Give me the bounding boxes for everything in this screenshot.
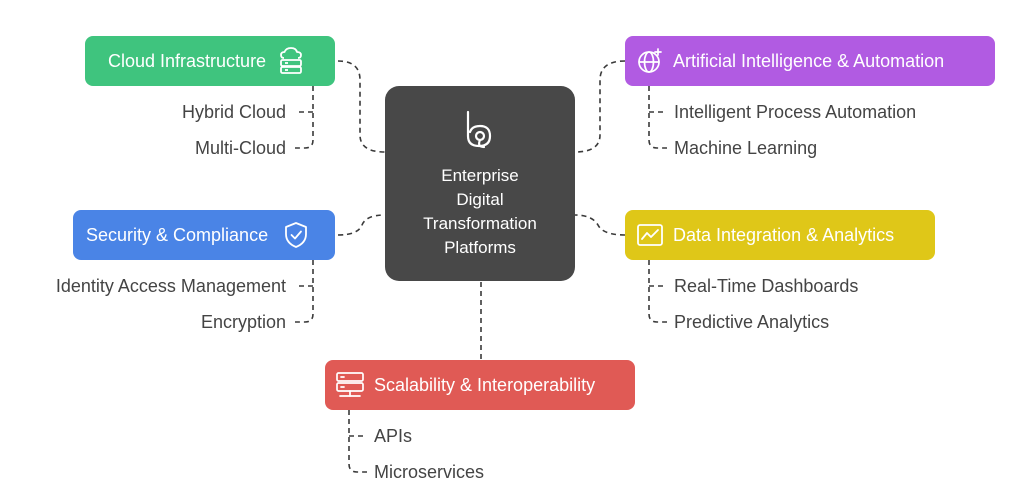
line-chart-icon xyxy=(635,220,665,250)
leaf-machine-learning: Machine Learning xyxy=(674,138,818,158)
center-title: Enterprise Digital Transformation Platfo… xyxy=(423,166,537,257)
leaf-hybrid-cloud: Hybrid Cloud xyxy=(181,102,286,122)
server-network-icon xyxy=(335,370,365,400)
leaf-microservices: Microservices xyxy=(374,462,485,482)
leaf-real-time-dashboards: Real-Time Dashboards xyxy=(674,276,859,296)
topic-label: Data Integration & Analytics xyxy=(673,224,895,245)
connector-ai-leaves xyxy=(648,86,667,149)
leaf-identity-access-management: Identity Access Management xyxy=(55,276,286,296)
center-node: Enterprise Digital Transformation Platfo… xyxy=(385,86,575,281)
connector-ai xyxy=(574,60,626,153)
leaf-predictive-analytics: Predictive Analytics xyxy=(674,312,830,332)
topic-data-integration-analytics: Data Integration & Analytics xyxy=(625,210,935,260)
leaf-encryption: Encryption xyxy=(200,312,286,332)
leaf-multi-cloud: Multi-Cloud xyxy=(194,138,286,158)
connector-data xyxy=(574,214,626,236)
globe-sparkle-icon xyxy=(635,46,665,76)
topic-cloud-infrastructure: Cloud Infrastructure xyxy=(85,36,335,86)
connector-cloud-leaves xyxy=(295,86,314,149)
leaf-intelligent-process-automation: Intelligent Process Automation xyxy=(674,102,917,122)
leaf-apis: APIs xyxy=(374,426,413,446)
connector-security-leaves xyxy=(295,260,314,323)
topic-label: Scalability & Interoperability xyxy=(374,374,596,395)
topic-label: Security & Compliance xyxy=(86,224,269,245)
shield-check-icon xyxy=(281,220,311,250)
topic-label: Artificial Intelligence & Automation xyxy=(673,50,945,71)
connector-scalability-leaves xyxy=(348,410,367,473)
cloud-server-icon xyxy=(276,46,306,76)
topic-security-compliance: Security & Compliance xyxy=(73,210,335,260)
connector-data-leaves xyxy=(648,260,667,323)
connector-cloud xyxy=(337,60,386,153)
connector-security xyxy=(337,214,386,236)
brand-logo-icon xyxy=(466,110,492,149)
topic-label: Cloud Infrastructure xyxy=(108,50,267,71)
topic-ai-automation: Artificial Intelligence & Automation xyxy=(625,36,995,86)
topic-scalability-interoperability: Scalability & Interoperability xyxy=(325,360,635,410)
